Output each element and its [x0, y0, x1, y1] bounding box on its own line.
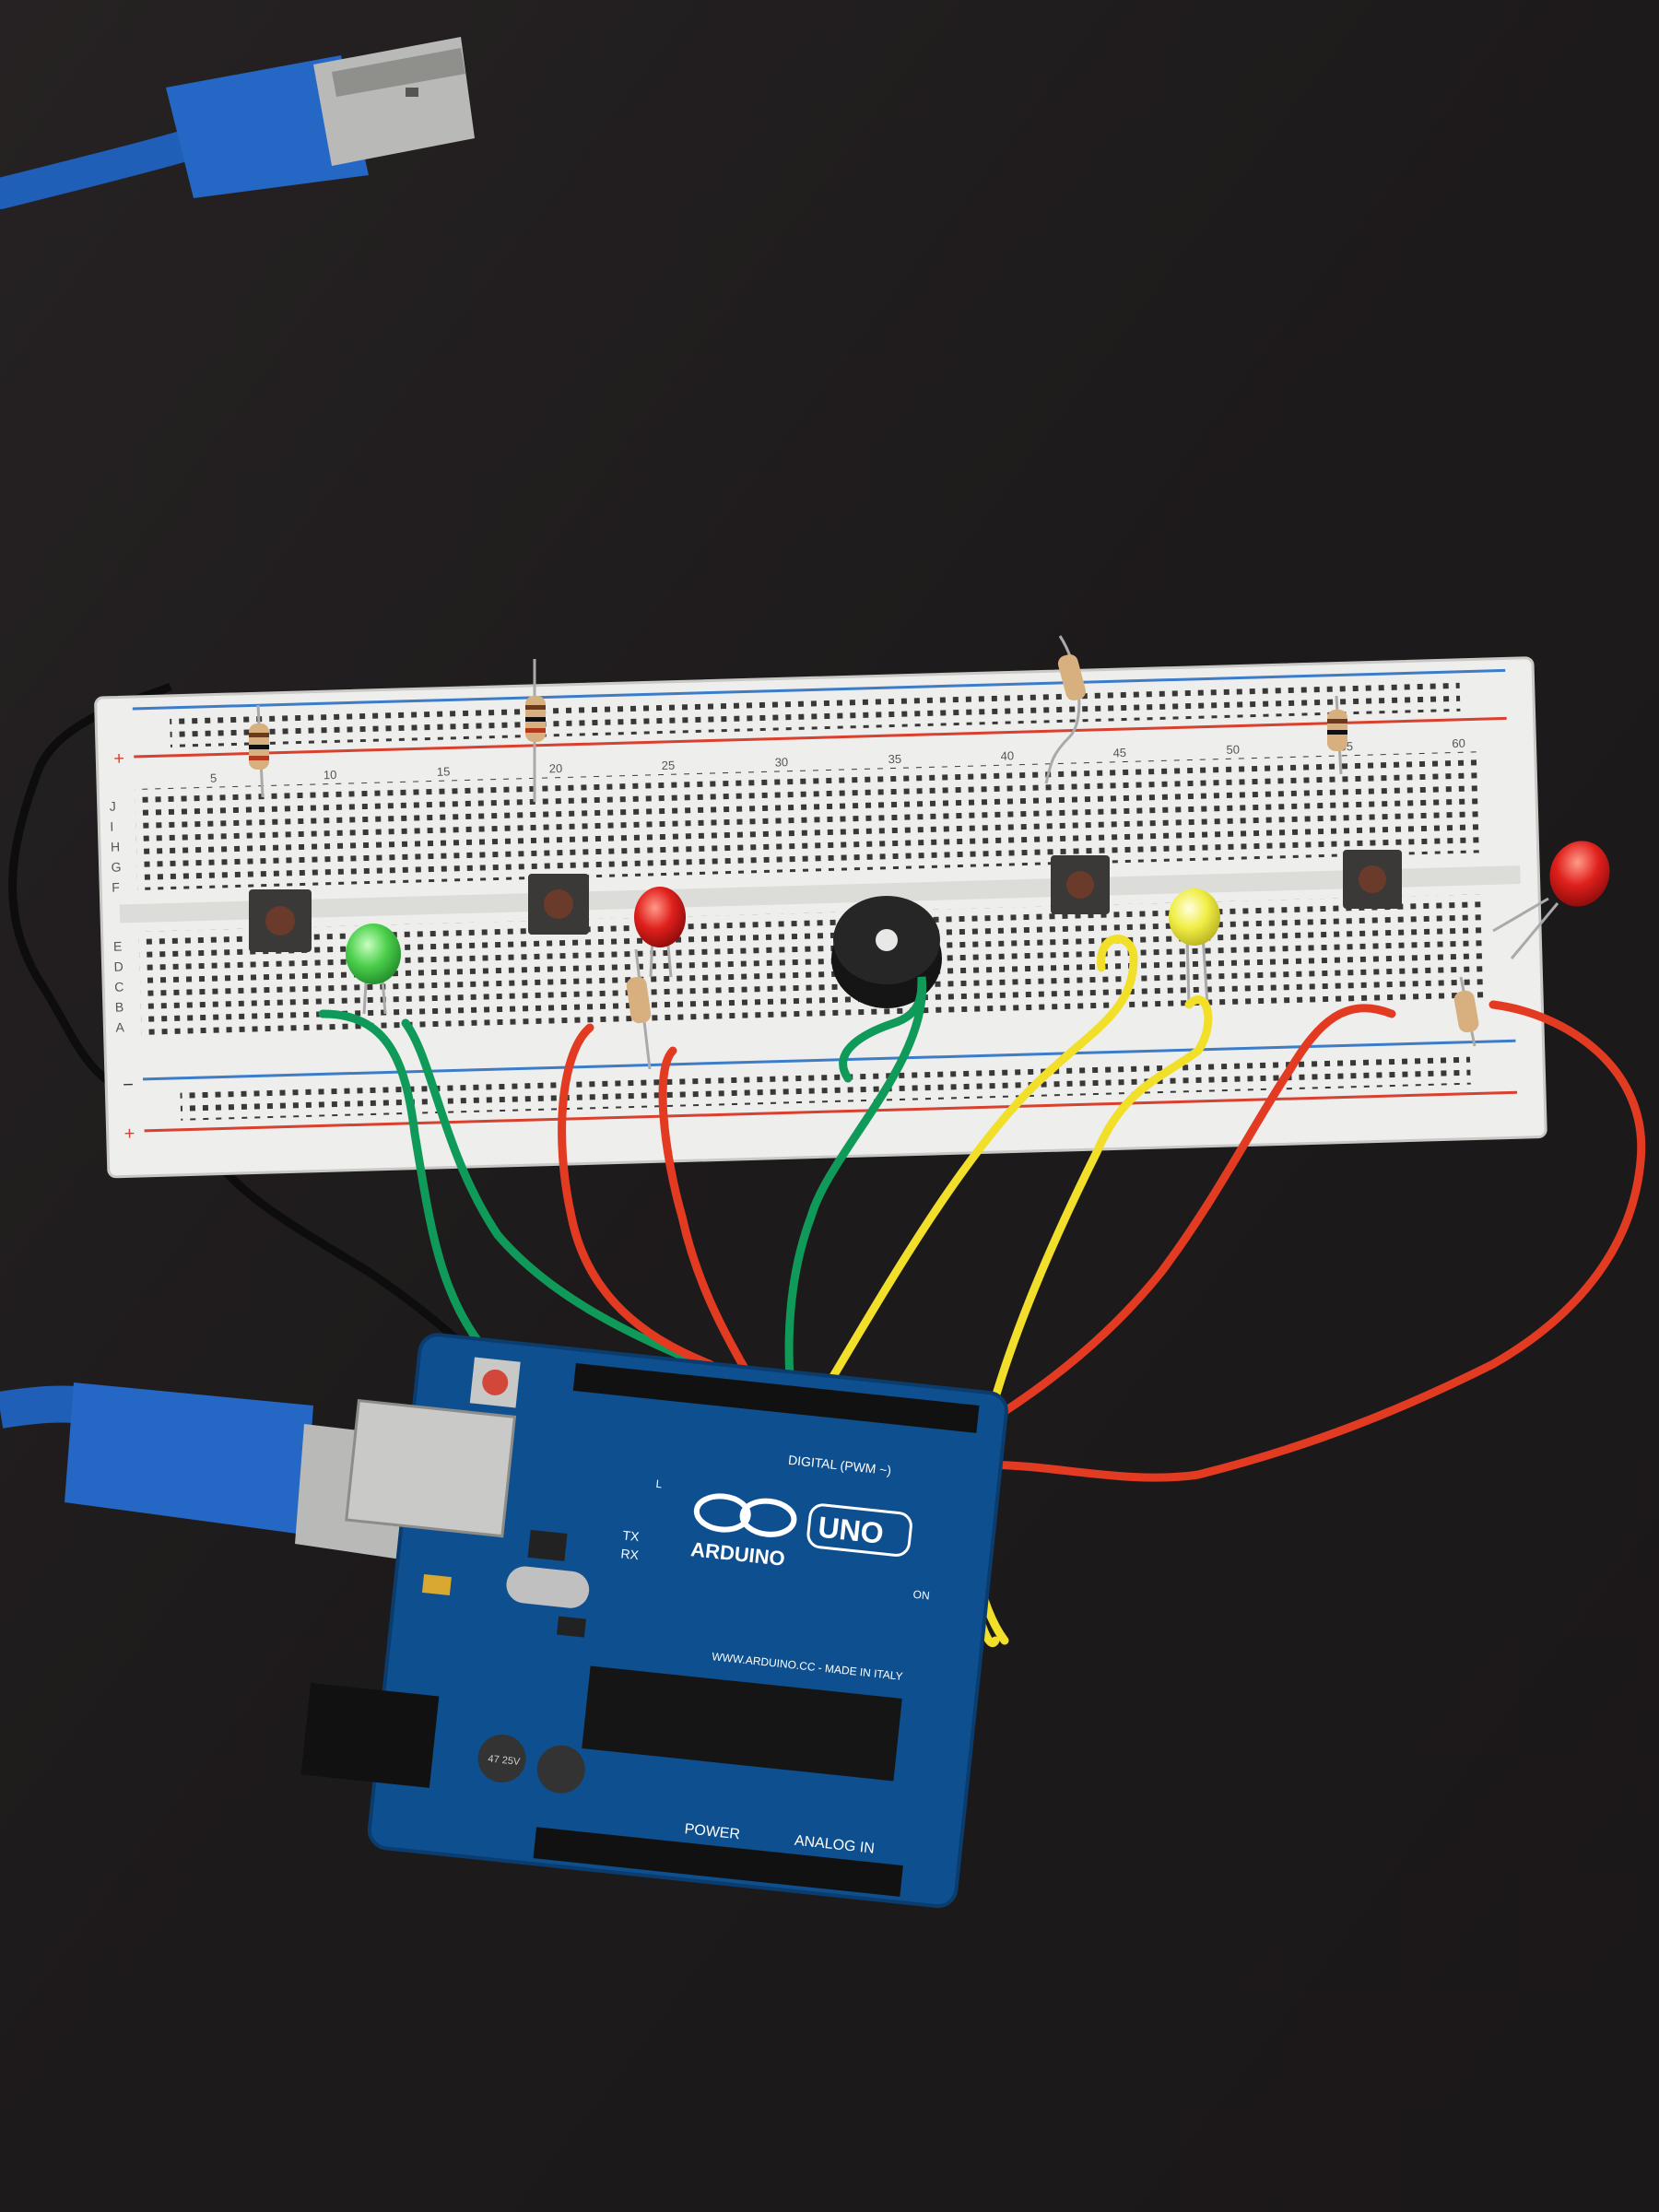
- arduino-logo: [693, 1493, 797, 1537]
- svg-text:5: 5: [210, 771, 218, 785]
- push-button-2: [528, 874, 589, 935]
- led-green: [346, 924, 401, 1015]
- tx-label: TX: [622, 1527, 641, 1544]
- svg-text:C: C: [114, 979, 124, 994]
- svg-text:10: 10: [324, 768, 337, 782]
- rail-minus-label: −: [123, 1075, 134, 1095]
- led-red-1: [634, 887, 686, 978]
- model-text: UNO: [817, 1511, 885, 1550]
- wire-green-3: [784, 976, 927, 1461]
- svg-text:35: 35: [888, 752, 901, 766]
- svg-text:F: F: [112, 880, 120, 895]
- svg-text:25: 25: [662, 759, 676, 772]
- svg-text:30: 30: [774, 755, 788, 769]
- breadboard: + + − 5 10 15 20 25 30 35 40 45 50 55 60: [94, 656, 1547, 1179]
- arduino-uno: 47 25V ARDUINO UNO DIGITAL (PWM ~) WWW.A…: [300, 1333, 1008, 1909]
- svg-text:H: H: [111, 839, 121, 853]
- usb-cable-top: [0, 37, 475, 209]
- power-label: POWER: [684, 1821, 741, 1842]
- led-red-2: [1492, 841, 1610, 959]
- wire-red-4: [935, 1000, 1646, 1482]
- on-label: ON: [912, 1588, 930, 1603]
- led-yellow: [1169, 888, 1220, 1006]
- svg-text:20: 20: [549, 761, 563, 775]
- svg-text:G: G: [111, 859, 121, 874]
- buzzer: [831, 896, 942, 1008]
- resistor-3: [1044, 635, 1087, 784]
- rx-label: RX: [620, 1546, 641, 1562]
- rail-plus-label-bottom: +: [124, 1124, 135, 1144]
- svg-text:45: 45: [1112, 746, 1126, 759]
- svg-text:B: B: [115, 999, 124, 1014]
- svg-text:J: J: [110, 799, 116, 814]
- push-button-3: [1051, 855, 1110, 914]
- svg-text:A: A: [115, 1019, 124, 1034]
- svg-text:60: 60: [1452, 736, 1465, 750]
- row-letters: J I H G F E D C B A: [110, 799, 125, 1035]
- push-button-4: [1343, 850, 1402, 909]
- resistor-2: [525, 659, 546, 802]
- push-button-1: [249, 889, 312, 952]
- wire-red-2: [658, 1046, 779, 1424]
- svg-text:15: 15: [437, 764, 451, 778]
- svg-text:D: D: [113, 959, 124, 973]
- resistor-1: [249, 704, 269, 798]
- resistor-5: [626, 948, 652, 1070]
- svg-text:40: 40: [1000, 748, 1014, 762]
- rail-plus-label: +: [113, 748, 124, 769]
- svg-text:E: E: [113, 938, 123, 953]
- l-label: L: [655, 1477, 663, 1491]
- svg-text:50: 50: [1226, 743, 1240, 757]
- capacitor-label: 47 25V: [488, 1753, 522, 1768]
- wire-red-3: [926, 1004, 1396, 1461]
- resistor-4: [1327, 695, 1347, 775]
- svg-text:I: I: [110, 819, 113, 834]
- resistor-6: [1453, 976, 1479, 1047]
